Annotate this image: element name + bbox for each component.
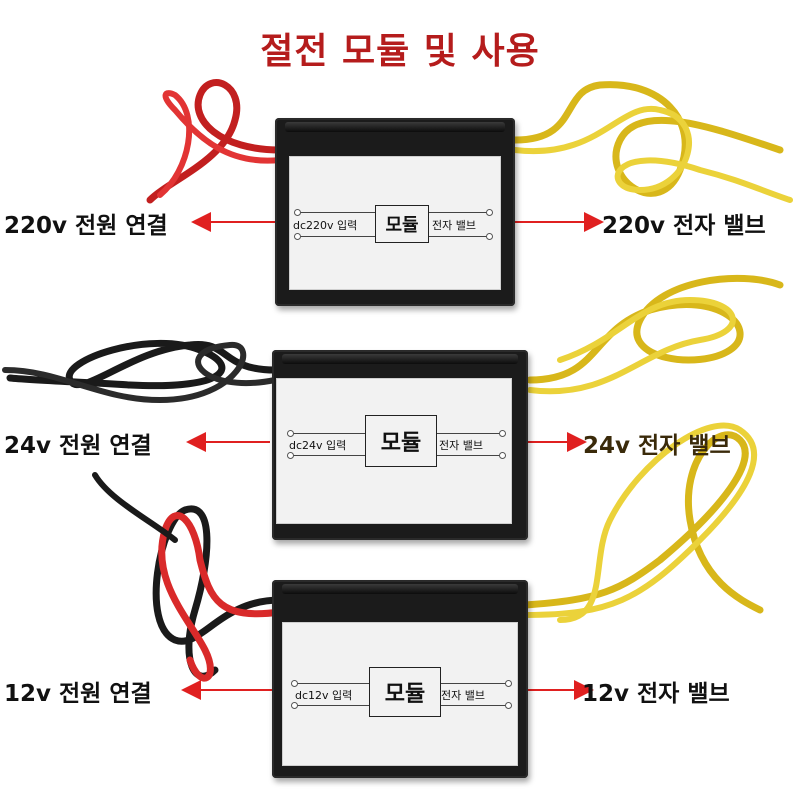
module-name-box: 모듈 xyxy=(369,667,441,717)
right-caption-220v: 220v 전자 밸브 xyxy=(602,213,766,239)
input-wire-red-3 xyxy=(92,472,284,682)
output-label: 전자 밸브 xyxy=(432,219,476,232)
input-wire-black-2 xyxy=(2,339,279,404)
terminal-icon xyxy=(294,209,301,216)
module-rim xyxy=(282,354,518,364)
terminal-icon xyxy=(287,430,294,437)
module-rim xyxy=(285,122,505,132)
right-caption-12v: 12v 전자 밸브 xyxy=(582,681,730,707)
left-caption-12v: 12v 전원 연결 xyxy=(4,681,152,707)
input-label: dc220v 입력 xyxy=(293,219,358,232)
module-label-panel: dc220v 입력 모듈 전자 밸브 xyxy=(289,156,501,290)
input-wire-red-1 xyxy=(146,79,284,204)
module-label-panel: dc12v 입력 모듈 전자 밸브 xyxy=(282,622,518,766)
right-caption-24v: 24v 전자 밸브 xyxy=(583,433,731,459)
output-wire-yellow-1 xyxy=(511,81,793,203)
module-12v: dc12v 입력 모듈 전자 밸브 xyxy=(272,580,528,778)
terminal-icon xyxy=(499,430,506,437)
page-title: 절전 모듈 및 사용 xyxy=(260,31,540,72)
input-label: dc24v 입력 xyxy=(289,439,347,452)
module-rim xyxy=(282,584,518,594)
module-name-box: 모듈 xyxy=(365,415,437,467)
terminal-icon xyxy=(291,702,298,709)
input-label: dc12v 입력 xyxy=(295,689,353,702)
terminal-icon xyxy=(486,233,493,240)
output-wire-yellow-3 xyxy=(521,422,764,623)
module-label-panel: dc24v 입력 모듈 전자 밸브 xyxy=(276,378,512,524)
output-label: 전자 밸브 xyxy=(441,689,485,702)
terminal-icon xyxy=(291,680,298,687)
terminal-icon xyxy=(294,233,301,240)
terminal-icon xyxy=(486,209,493,216)
terminal-icon xyxy=(499,452,506,459)
terminal-icon xyxy=(505,680,512,687)
module-220v: dc220v 입력 모듈 전자 밸브 xyxy=(275,118,515,306)
module-name-box: 모듈 xyxy=(375,205,429,243)
left-caption-24v: 24v 전원 연결 xyxy=(4,433,152,459)
terminal-icon xyxy=(287,452,294,459)
output-wire-yellow-2 xyxy=(526,274,784,395)
left-caption-220v: 220v 전원 연결 xyxy=(4,213,168,239)
output-label: 전자 밸브 xyxy=(439,439,483,452)
terminal-icon xyxy=(505,702,512,709)
module-24v: dc24v 입력 모듈 전자 밸브 xyxy=(272,350,528,540)
